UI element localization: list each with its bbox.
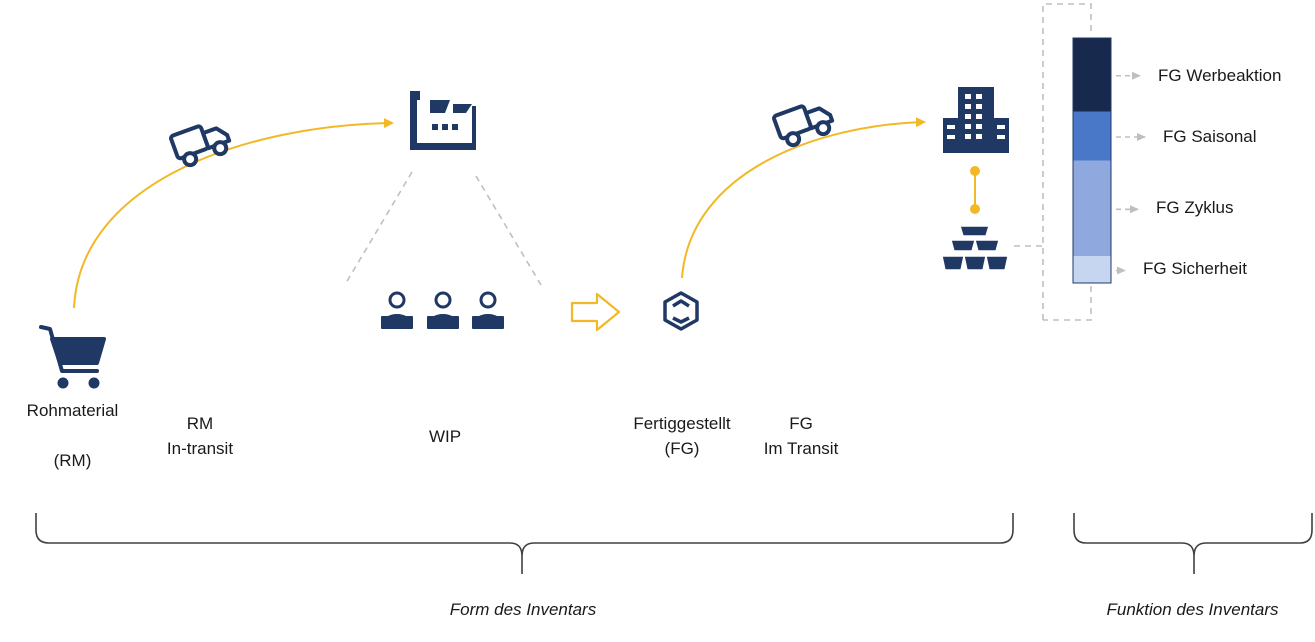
connector-dot (970, 204, 980, 214)
label-rm: Rohmaterial (RM) (10, 398, 135, 473)
label-fg-abbr: (FG) (664, 439, 700, 458)
factory-icon (410, 91, 476, 150)
worker-icon (472, 291, 504, 329)
truck-icon (772, 104, 835, 148)
legend-fg-zyklus: FG Zyklus (1156, 198, 1234, 217)
label-fg-transit: FG Im Transit (741, 411, 861, 461)
shopping-cart-icon (39, 325, 106, 389)
worker-icon (381, 291, 413, 329)
brace-function (1073, 513, 1313, 574)
legend-fg-saisonal: FG Saisonal (1163, 127, 1257, 146)
bar-segment-saisonal (1073, 111, 1111, 161)
stacked-goods-icon (941, 225, 1009, 271)
legend-fg-sicherheit: FG Sicherheit (1143, 259, 1247, 278)
package-cube-icon (663, 291, 699, 331)
label-rm-transit-line1: RM (186, 414, 214, 433)
function-bracket-frame (1042, 3, 1092, 321)
function-legend-arrows (1116, 71, 1146, 275)
brace-form (35, 513, 1014, 574)
label-rm-transit: RM In-transit (140, 411, 260, 461)
label-wip: WIP (428, 427, 462, 446)
flow-arrow-fg-to-warehouse (681, 117, 926, 279)
dashed-line-left (345, 171, 413, 284)
caption-function: Funktion des Inventars (1106, 600, 1279, 619)
label-fg: Fertiggestellt (FG) (612, 411, 752, 461)
label-fg-name: Fertiggestellt (633, 414, 731, 433)
label-rm-abbr: (RM) (53, 451, 92, 470)
block-arrow-icon (570, 292, 621, 332)
label-rm-name: Rohmaterial (26, 401, 119, 420)
bar-segment-sicherheit (1073, 256, 1111, 283)
function-stacked-bar (1072, 37, 1112, 284)
flow-arrow-rm-to-factory (73, 118, 394, 309)
legend-fg-werbeaktion: FG Werbeaktion (1158, 66, 1282, 85)
connector-dot (970, 166, 980, 176)
truck-icon (169, 124, 232, 168)
worker-icon (427, 291, 459, 329)
bar-segment-werbeaktion (1073, 38, 1111, 112)
caption-form: Form des Inventars (449, 600, 597, 619)
label-rm-transit-line2: In-transit (166, 439, 234, 458)
dashed-line-right (475, 175, 542, 286)
warehouse-building-icon (943, 87, 1009, 153)
bar-outline (1072, 37, 1112, 284)
label-fg-transit-line2: Im Transit (763, 439, 839, 458)
bar-segment-zyklus (1073, 160, 1111, 257)
label-fg-transit-line1: FG (789, 414, 813, 433)
